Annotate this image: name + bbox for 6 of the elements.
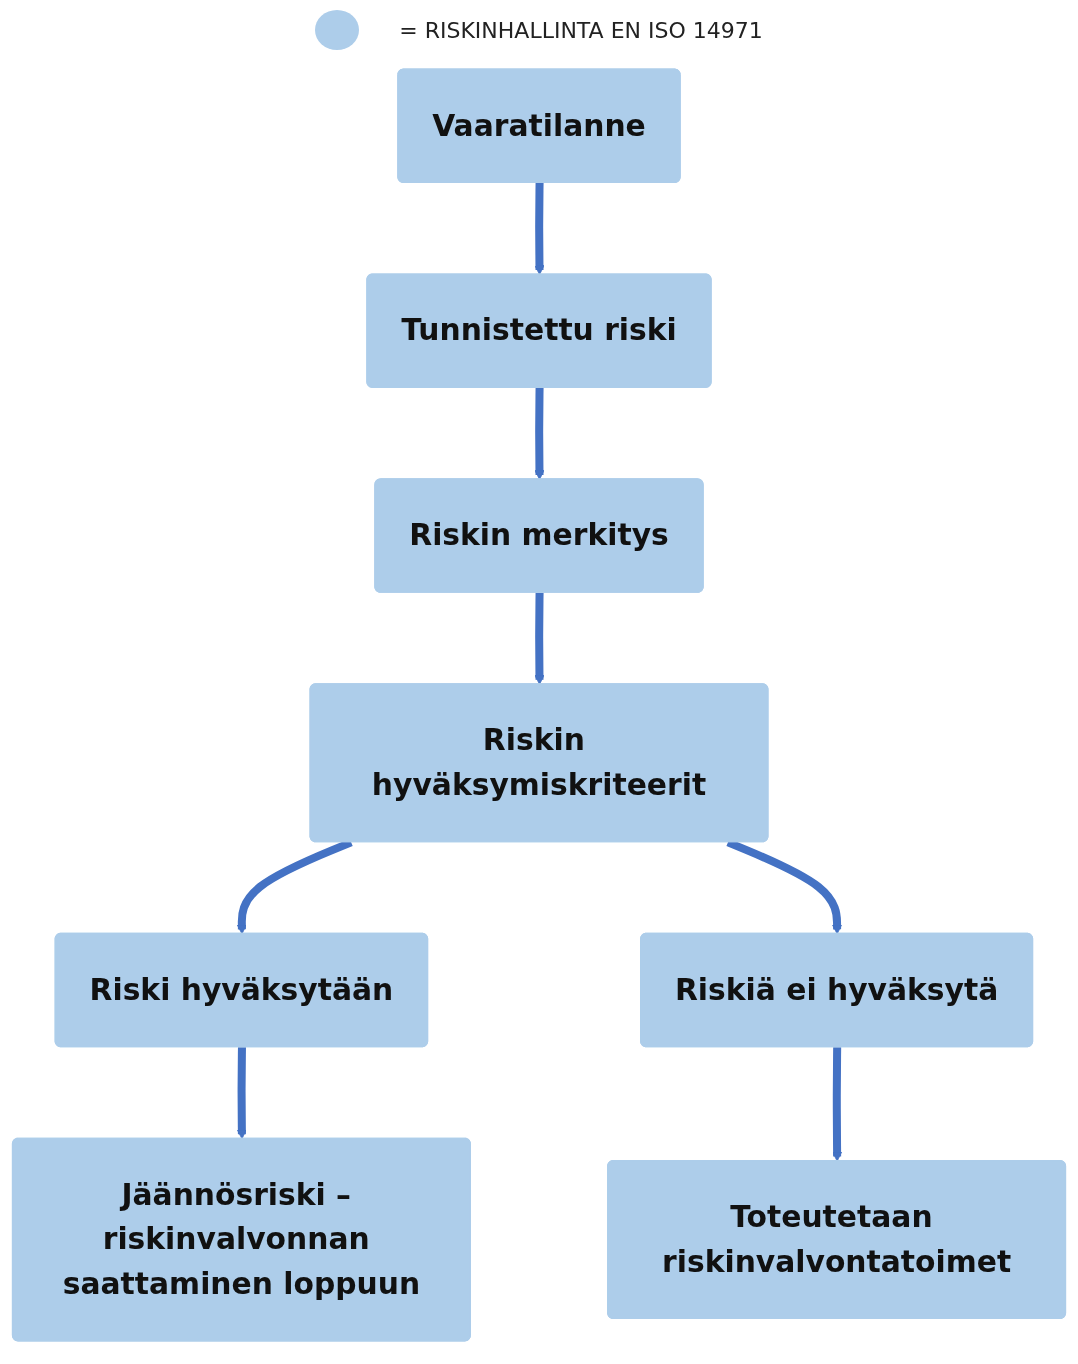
arrow xyxy=(832,1047,843,1162)
arrow xyxy=(236,1047,247,1140)
arrow xyxy=(534,387,545,480)
arrow xyxy=(534,183,545,276)
arrow xyxy=(534,592,545,685)
legend-text: = RISKINHALLINTA EN ISO 14971 xyxy=(399,17,763,43)
